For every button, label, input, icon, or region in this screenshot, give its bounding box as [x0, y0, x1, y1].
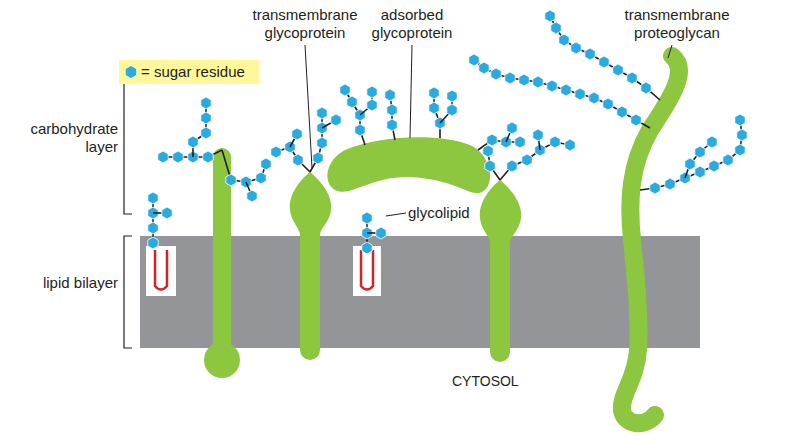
leader-line: [668, 45, 672, 58]
bracket: [124, 236, 132, 348]
transmembrane-proteoglycan: [622, 56, 679, 423]
protein-bulb: [204, 342, 240, 378]
leader-line: [410, 45, 412, 138]
glycolipid-slot: [353, 246, 381, 296]
legend-text: = sugar residue: [141, 63, 245, 80]
part-label: lipid bilayer: [20, 274, 118, 292]
leader-line: [305, 45, 312, 168]
lipid-tail: [155, 250, 167, 290]
glycolipid-slot: [146, 246, 176, 296]
part-label: transmembrane proteoglycan: [612, 6, 742, 42]
sugar-symbol: [124, 65, 138, 79]
part-label: glycolipid: [408, 204, 498, 222]
sugar-chains: [153, 16, 742, 248]
leader-line: [386, 213, 406, 216]
transmembrane-glycoprotein: [480, 180, 521, 362]
part-label: carbohydrate layer: [8, 120, 118, 156]
bracket: [124, 63, 132, 214]
adsorbed-glycoprotein: [327, 137, 490, 193]
legend-entry: = sugar residue: [119, 60, 259, 84]
part-label: transmembrane glycoprotein: [240, 6, 370, 42]
part-label: adsorbed glycoprotein: [357, 6, 467, 42]
transmembrane-glycoprotein: [290, 172, 331, 360]
part-label: CYTOSOL: [452, 372, 542, 390]
transmembrane-protein: [213, 148, 231, 358]
lipid-tail: [361, 250, 373, 290]
